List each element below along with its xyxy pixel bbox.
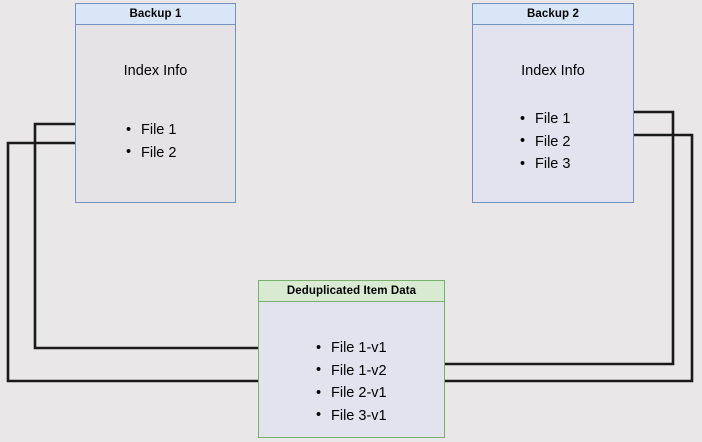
backup-2-header: Backup 2 — [473, 4, 633, 25]
backup-2-file-list: File 1 File 2 File 3 — [518, 108, 570, 176]
list-item: File 2-v1 — [314, 382, 387, 405]
list-item: File 3 — [518, 153, 570, 176]
dedup-file-list: File 1-v1 File 1-v2 File 2-v1 File 3-v1 — [314, 337, 387, 427]
list-item: File 3-v1 — [314, 404, 387, 428]
backup-2-body: Index Info File 1 File 2 File 3 — [473, 25, 633, 202]
list-item: File 1 — [124, 119, 176, 142]
backup-1-index-label: Index Info — [123, 63, 188, 79]
deduplicated-item-data-header: Deduplicated Item Data — [259, 281, 444, 302]
backup-1-header: Backup 1 — [76, 4, 235, 25]
backup-1-box[interactable]: Backup 1 Index Info File 1 File 2 — [75, 3, 236, 203]
deduplicated-item-data-body: File 1-v1 File 1-v2 File 2-v1 File 3-v1 — [259, 302, 444, 437]
backup-1-body: Index Info File 1 File 2 — [76, 25, 235, 202]
backup-2-index-label: Index Info — [521, 63, 585, 79]
deduplicated-item-data-box[interactable]: Deduplicated Item Data File 1-v1 File 1-… — [258, 280, 445, 438]
list-item: File 1 — [518, 108, 570, 131]
list-item: File 2 — [124, 141, 176, 165]
list-item: File 2 — [518, 130, 570, 154]
list-item: File 1-v2 — [314, 359, 387, 383]
backup-2-box[interactable]: Backup 2 Index Info File 1 File 2 File 3 — [472, 3, 634, 203]
backup-1-file-list: File 1 File 2 — [124, 119, 176, 164]
list-item: File 1-v1 — [314, 337, 387, 360]
